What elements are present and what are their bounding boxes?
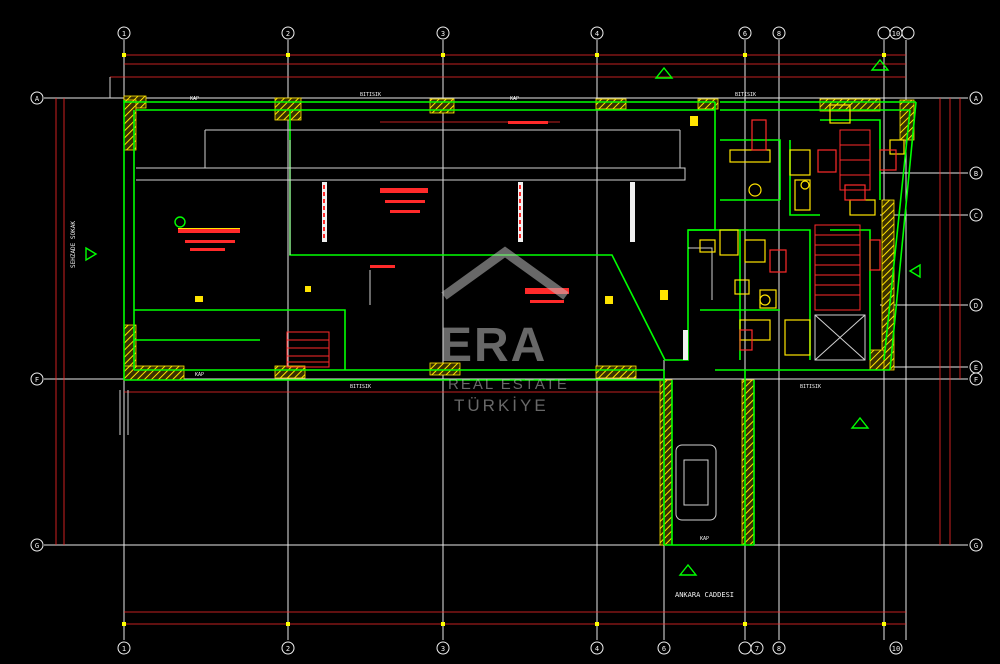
svg-text:1: 1 <box>122 30 126 38</box>
watermark-logo: ERA <box>440 319 548 372</box>
dimension-lines <box>55 54 961 625</box>
columns <box>322 182 688 360</box>
svg-text:8: 8 <box>777 645 781 653</box>
svg-text:10: 10 <box>892 645 900 653</box>
watermark-line1: REAL ESTATE <box>448 376 569 393</box>
label-adjacent-bottom-2: BITISIK <box>800 384 821 390</box>
plan-labels: BITISIK BITISIK BITISIK BITISIK KAP KAP … <box>190 92 821 542</box>
dimension-ticks <box>122 53 886 626</box>
label-adjacent-top-1: BITISIK <box>360 92 381 98</box>
svg-text:7: 7 <box>755 645 759 653</box>
svg-text:G: G <box>974 542 978 550</box>
svg-text:1: 1 <box>122 645 126 653</box>
svg-text:B: B <box>974 170 978 178</box>
interior-lines <box>109 77 866 521</box>
watermark: ERA REAL ESTATE TÜRKİYE <box>430 244 580 424</box>
svg-text:3: 3 <box>441 645 445 653</box>
svg-text:2: 2 <box>286 645 290 653</box>
core-red-fixtures <box>739 119 897 351</box>
svg-text:E: E <box>974 364 978 372</box>
yellow-tags <box>178 116 698 304</box>
label-door-1: KAP <box>190 96 199 102</box>
core-fixtures <box>699 104 905 356</box>
svg-text:4: 4 <box>595 30 599 38</box>
svg-text:F: F <box>974 376 978 384</box>
grid-bubbles <box>30 26 983 655</box>
label-door-4: KAP <box>700 536 709 542</box>
svg-text:3: 3 <box>441 30 445 38</box>
svg-text:8: 8 <box>777 30 781 38</box>
svg-text:C: C <box>974 212 978 220</box>
section-markers <box>85 58 921 576</box>
grid-bubble-labels: 1 2 3 4 6 8 10 1 2 3 4 6 7 8 10 A F G A … <box>35 30 979 653</box>
svg-text:6: 6 <box>662 645 666 653</box>
svg-text:A: A <box>35 95 40 103</box>
stair-areas <box>286 129 871 368</box>
label-door-3: KAP <box>195 372 204 378</box>
svg-text:D: D <box>974 302 978 310</box>
street-bottom-label: ANKARA CADDESI <box>675 591 734 599</box>
watermark-line2: TÜRKİYE <box>454 396 549 415</box>
svg-text:4: 4 <box>595 645 599 653</box>
svg-text:A: A <box>974 95 979 103</box>
svg-text:F: F <box>35 376 39 384</box>
label-adjacent-bottom-1: BITISIK <box>350 384 371 390</box>
column-dashes <box>323 185 521 240</box>
svg-text:10: 10 <box>892 30 900 38</box>
svg-text:G: G <box>35 542 39 550</box>
room-tags <box>178 121 569 303</box>
svg-text:2: 2 <box>286 30 290 38</box>
label-adjacent-top-2: BITISIK <box>735 92 756 98</box>
label-door-2: KAP <box>510 96 519 102</box>
house-logo-icon <box>441 246 569 300</box>
svg-text:6: 6 <box>743 30 747 38</box>
street-left-label: SEHZADE SOKAK <box>70 221 77 268</box>
